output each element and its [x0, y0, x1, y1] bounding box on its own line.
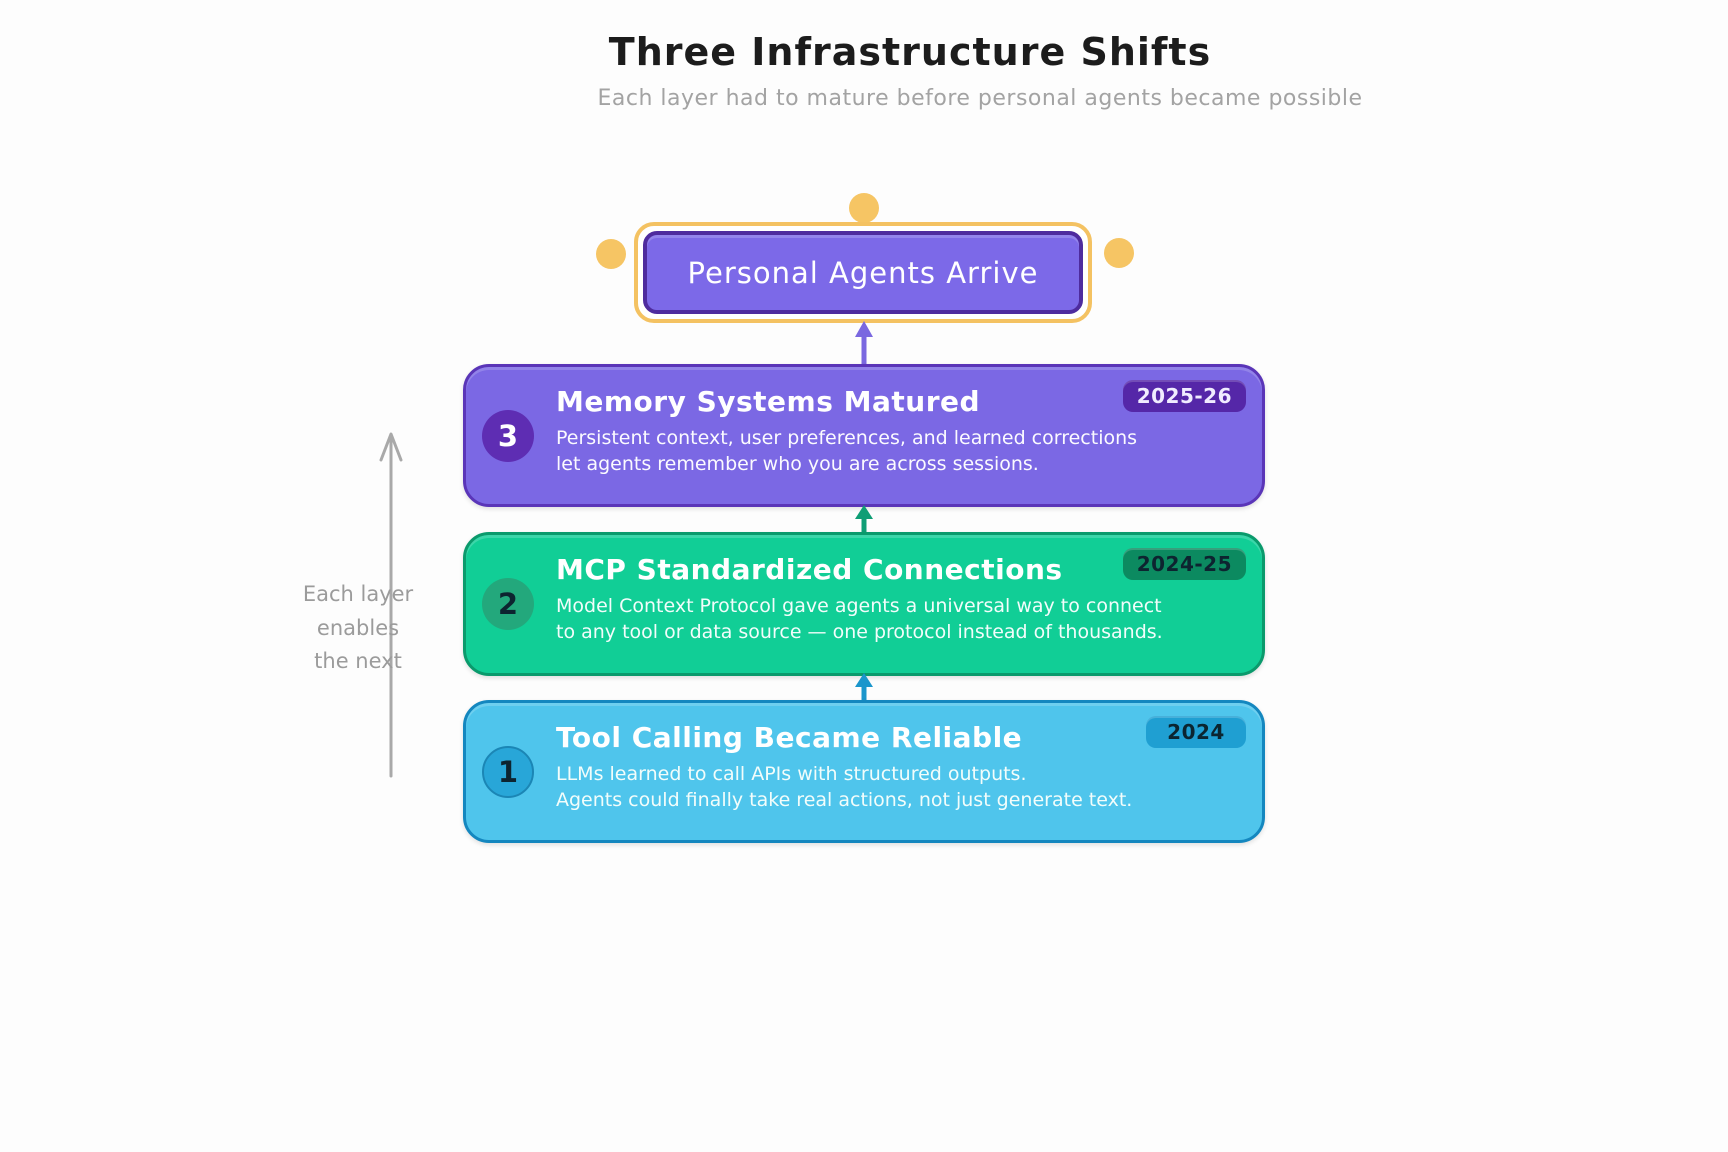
layer-content: MCP Standardized Connections Model Conte… [556, 535, 1242, 645]
step-number: 2 [497, 587, 519, 621]
layer-description: LLMs learned to call APIs with structure… [556, 763, 1133, 812]
outcome-label: Personal Agents Arrive [687, 255, 1039, 290]
page-subtitle: Each layer had to mature before personal… [597, 86, 1363, 111]
glow-dot-left [596, 239, 626, 269]
outcome-frame: Personal Agents Arrive [634, 222, 1092, 323]
arrow-memory-to-outcome [855, 321, 873, 365]
layer-title: MCP Standardized Connections [556, 553, 1063, 586]
year-badge: 2024 [1146, 716, 1246, 748]
step-circle-2: 2 [482, 578, 534, 630]
layer-description: Persistent context, user preferences, an… [556, 427, 1138, 476]
glow-dot-top [849, 193, 879, 223]
layer-card-tool: 1 Tool Calling Became Reliable LLMs lear… [463, 700, 1265, 843]
year-badge: 2024-25 [1122, 548, 1246, 580]
year-badge: 2025-26 [1122, 380, 1246, 412]
arrow-tool-to-mcp [855, 673, 873, 701]
layer-card-mcp: 2 MCP Standardized Connections Model Con… [463, 532, 1265, 676]
outcome-box: Personal Agents Arrive [643, 231, 1083, 314]
layer-title: Memory Systems Matured [556, 385, 981, 418]
layer-content: Tool Calling Became Reliable LLMs learne… [556, 703, 1242, 813]
layer-title: Tool Calling Became Reliable [556, 721, 1023, 754]
step-number: 1 [497, 754, 519, 789]
step-circle-3: 3 [482, 409, 534, 462]
arrow-mcp-to-memory [855, 505, 873, 533]
enables-note: Each layer enables the next [302, 582, 414, 674]
layer-card-memory: 3 Memory Systems Matured Persistent cont… [463, 364, 1265, 507]
step-number: 3 [497, 418, 519, 453]
page-title: Three Infrastructure Shifts [608, 30, 1212, 74]
enables-arrow-icon [379, 432, 403, 778]
glow-dot-right [1104, 238, 1134, 268]
layer-content: Memory Systems Matured Persistent contex… [556, 367, 1242, 477]
layer-description: Model Context Protocol gave agents a uni… [556, 595, 1163, 644]
step-circle-1: 1 [482, 745, 534, 798]
